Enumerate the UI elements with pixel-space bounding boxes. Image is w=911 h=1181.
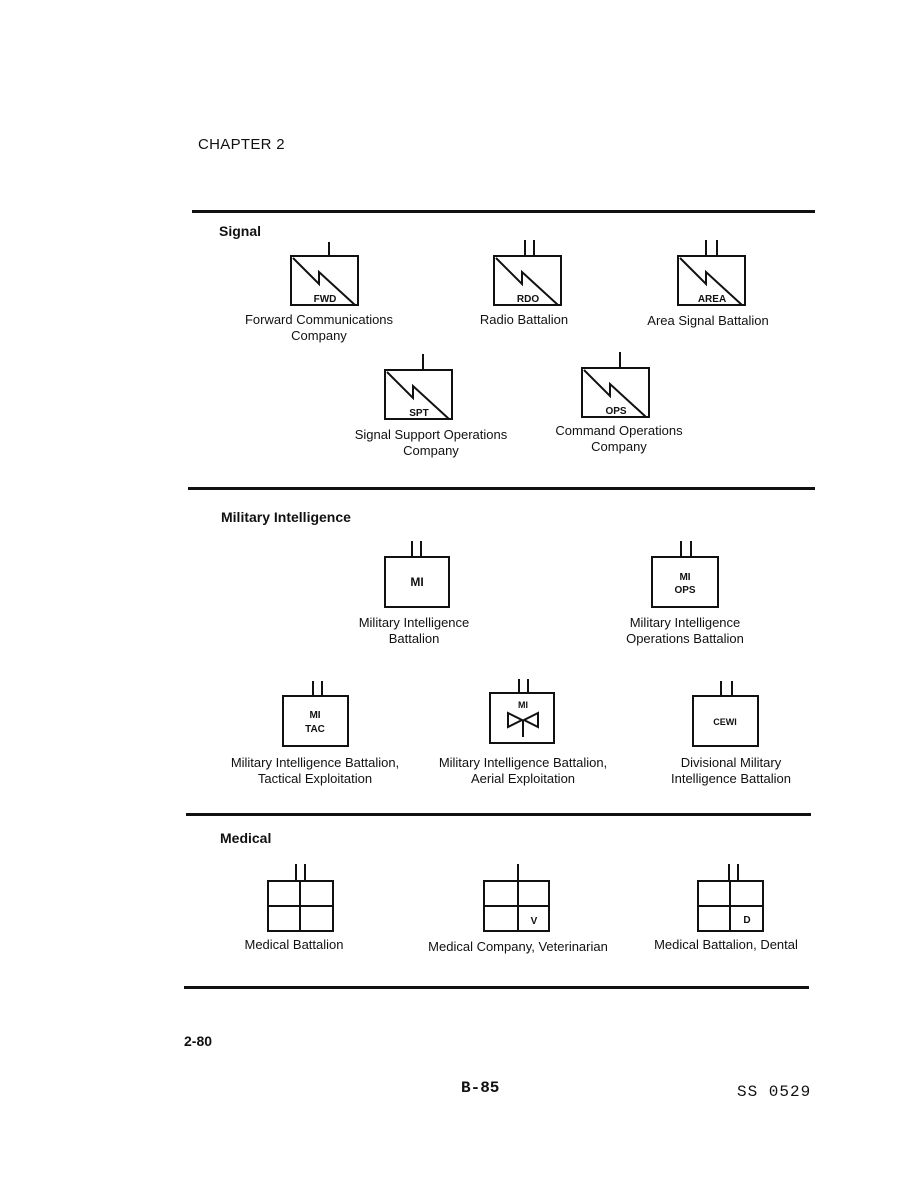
mi-battalion-symbol: MI bbox=[384, 541, 450, 608]
caption-line: Tactical Exploitation bbox=[257, 771, 373, 786]
medical-veterinarian-symbol: V bbox=[483, 864, 550, 932]
caption-area-signal-battalion: Area Signal Battalion bbox=[628, 313, 788, 329]
symbol-label: AREA bbox=[698, 294, 726, 305]
page-number-center: B-85 bbox=[461, 1079, 500, 1097]
caption-line: Medical Battalion bbox=[244, 937, 344, 952]
section-divider bbox=[192, 210, 815, 213]
caption-medical-battalion: Medical Battalion bbox=[224, 937, 364, 953]
caption-line: Medical Company, Veterinarian bbox=[428, 939, 608, 954]
signal-rdo-symbol: RDO bbox=[493, 240, 562, 306]
signal-area-symbol: AREA bbox=[677, 240, 746, 306]
caption-line: Military Intelligence Battalion, bbox=[230, 755, 400, 770]
document-code: SS 0529 bbox=[737, 1083, 812, 1101]
medical-battalion-symbol bbox=[267, 864, 334, 932]
section-divider bbox=[186, 813, 811, 816]
caption-mi-aerial-exploitation: Military Intelligence Battalion, Aerial … bbox=[418, 755, 628, 787]
caption-signal-support-operations: Signal Support Operations Company bbox=[326, 427, 536, 459]
caption-line: Company bbox=[403, 443, 459, 458]
signal-spt-symbol: SPT bbox=[384, 354, 453, 420]
caption-line: Forward Communications bbox=[244, 312, 394, 327]
symbol-label: CEWI bbox=[713, 717, 737, 727]
symbol-label: MI bbox=[410, 575, 423, 589]
section-divider bbox=[188, 487, 815, 490]
caption-divisional-mi-battalion: Divisional Military Intelligence Battali… bbox=[646, 755, 816, 787]
symbol-label: FWD bbox=[314, 294, 337, 305]
caption-medical-veterinarian: Medical Company, Veterinarian bbox=[408, 939, 628, 955]
caption-line: Military Intelligence bbox=[358, 615, 470, 630]
caption-line: Company bbox=[291, 328, 347, 343]
mi-aerial-battalion-symbol: MI bbox=[489, 679, 555, 744]
symbol-label: OPS bbox=[674, 585, 695, 596]
symbol-label: V bbox=[531, 916, 538, 927]
caption-line: Divisional Military bbox=[680, 755, 782, 770]
caption-line: Military Intelligence bbox=[629, 615, 741, 630]
caption-forward-communications: Forward Communications Company bbox=[219, 312, 419, 344]
caption-command-operations: Command Operations Company bbox=[534, 423, 704, 455]
caption-line: Signal Support Operations bbox=[354, 427, 508, 442]
section-divider bbox=[184, 986, 809, 989]
mi-ops-battalion-symbol: MI OPS bbox=[651, 541, 719, 608]
section-title-medical: Medical bbox=[220, 830, 272, 846]
symbol-label: TAC bbox=[305, 724, 325, 735]
signal-ops-symbol: OPS bbox=[581, 352, 650, 418]
mi-tac-battalion-symbol: MI TAC bbox=[282, 681, 349, 747]
caption-line: Battalion bbox=[388, 631, 440, 646]
symbol-label: OPS bbox=[605, 406, 626, 417]
mi-cewi-battalion-symbol: CEWI bbox=[692, 681, 759, 747]
symbol-label: MI bbox=[309, 710, 320, 721]
symbol-label: SPT bbox=[409, 408, 428, 419]
symbol-label: MI bbox=[679, 572, 690, 583]
caption-line: Command Operations bbox=[555, 423, 683, 438]
caption-line: Area Signal Battalion bbox=[647, 313, 769, 328]
caption-mi-battalion: Military Intelligence Battalion bbox=[334, 615, 494, 647]
symbol-label: RDO bbox=[517, 294, 539, 305]
symbol-label: MI bbox=[518, 700, 528, 710]
caption-line: Military Intelligence Battalion, bbox=[438, 755, 608, 770]
symbol-label: D bbox=[743, 915, 750, 926]
caption-line: Company bbox=[591, 439, 647, 454]
section-title-signal: Signal bbox=[219, 223, 262, 239]
medical-dental-symbol: D bbox=[697, 864, 764, 932]
caption-medical-dental: Medical Battalion, Dental bbox=[636, 937, 816, 953]
chapter-heading: CHAPTER 2 bbox=[198, 136, 285, 153]
caption-line: Operations Battalion bbox=[626, 631, 744, 646]
caption-mi-tactical-exploitation: Military Intelligence Battalion, Tactica… bbox=[210, 755, 420, 787]
caption-mi-operations-battalion: Military Intelligence Operations Battali… bbox=[605, 615, 765, 647]
caption-line: Medical Battalion, Dental bbox=[654, 937, 798, 952]
section-title-military-intelligence: Military Intelligence bbox=[221, 509, 351, 525]
caption-line: Intelligence Battalion bbox=[671, 771, 791, 786]
caption-line: Aerial Exploitation bbox=[470, 771, 576, 786]
signal-fwd-symbol: FWD bbox=[290, 242, 359, 306]
page-number-left: 2-80 bbox=[184, 1033, 213, 1049]
caption-radio-battalion: Radio Battalion bbox=[444, 312, 604, 328]
aerial-bowtie-icon bbox=[507, 711, 525, 729]
caption-line: Radio Battalion bbox=[479, 312, 569, 327]
